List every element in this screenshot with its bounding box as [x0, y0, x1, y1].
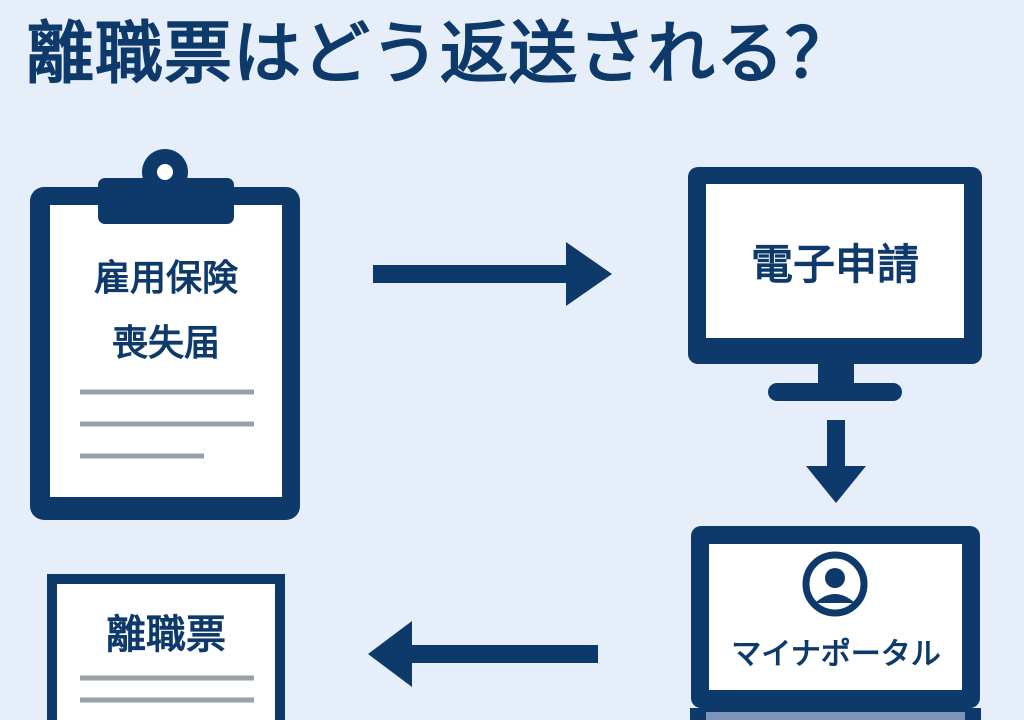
desktop-monitor-icon: [688, 167, 982, 401]
document-icon: [47, 574, 285, 720]
form-label-line2: 喪失届: [112, 323, 220, 364]
arrow-left-icon: [368, 621, 598, 687]
arrow-down-icon: [806, 420, 866, 503]
arrow-right-icon: [373, 242, 612, 306]
result-doc-label: 離職票: [106, 612, 226, 658]
form-label-line1: 雇用保険: [94, 258, 239, 299]
clipboard-icon: [30, 149, 300, 520]
page-title: 離職票はどう返送される？: [26, 15, 855, 94]
laptop-label: マイナポータル: [731, 637, 940, 672]
user-avatar-icon: [802, 551, 868, 617]
monitor-label: 電子申請: [751, 240, 919, 289]
